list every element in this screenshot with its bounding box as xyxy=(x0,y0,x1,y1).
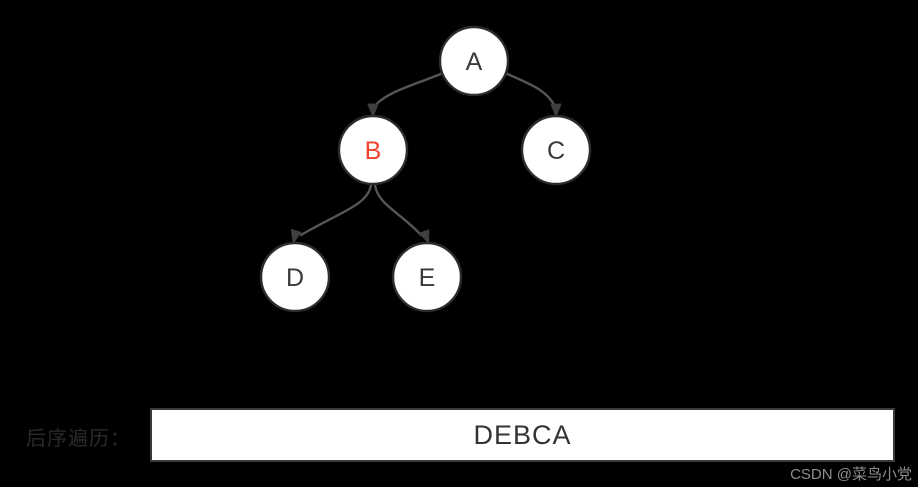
tree-node-a-label: A xyxy=(466,48,483,76)
tree-node-c[interactable]: C xyxy=(520,114,592,186)
edge-b-to-d-line xyxy=(299,183,373,237)
edge-b-to-e-line xyxy=(373,183,423,237)
binary-tree-graphic: A B C D E xyxy=(259,25,592,313)
edge-a-to-b xyxy=(367,71,445,118)
tree-node-e-label: E xyxy=(419,264,436,292)
tree-node-e-circle xyxy=(391,241,463,313)
edge-a-to-b-arrowhead xyxy=(367,103,379,118)
tree-node-b-label: B xyxy=(365,137,382,165)
traversal-result-text: DEBCA xyxy=(473,419,572,450)
watermark-text: CSDN @菜鸟小党 xyxy=(790,466,912,483)
edge-a-to-c xyxy=(503,71,562,118)
edge-b-to-d-arrowhead xyxy=(290,228,302,244)
traversal-label: 后序遍历： xyxy=(26,427,131,450)
tree-node-b[interactable]: B xyxy=(337,114,409,186)
tree-node-c-label: C xyxy=(547,137,565,165)
tree-node-d[interactable]: D xyxy=(259,241,331,313)
tree-node-a-circle xyxy=(438,25,510,97)
edge-a-to-c-arrowhead xyxy=(550,103,562,118)
edge-b-to-e xyxy=(373,183,430,244)
tree-node-a[interactable]: A xyxy=(438,25,510,97)
tree-node-d-label: D xyxy=(286,264,304,292)
edge-b-to-e-arrowhead xyxy=(418,229,430,244)
tree-node-e[interactable]: E xyxy=(391,241,463,313)
traversal-result-box[interactable]: DEBCA xyxy=(150,408,895,462)
traversal-result-row: 后序遍历： DEBCA xyxy=(0,408,918,464)
edge-b-to-d xyxy=(290,183,373,244)
edge-a-to-c-line xyxy=(503,71,558,110)
tree-node-c-circle xyxy=(520,114,592,186)
tree-node-b-circle xyxy=(337,114,409,186)
tree-node-d-circle xyxy=(259,241,331,313)
edge-a-to-b-line xyxy=(371,71,445,110)
